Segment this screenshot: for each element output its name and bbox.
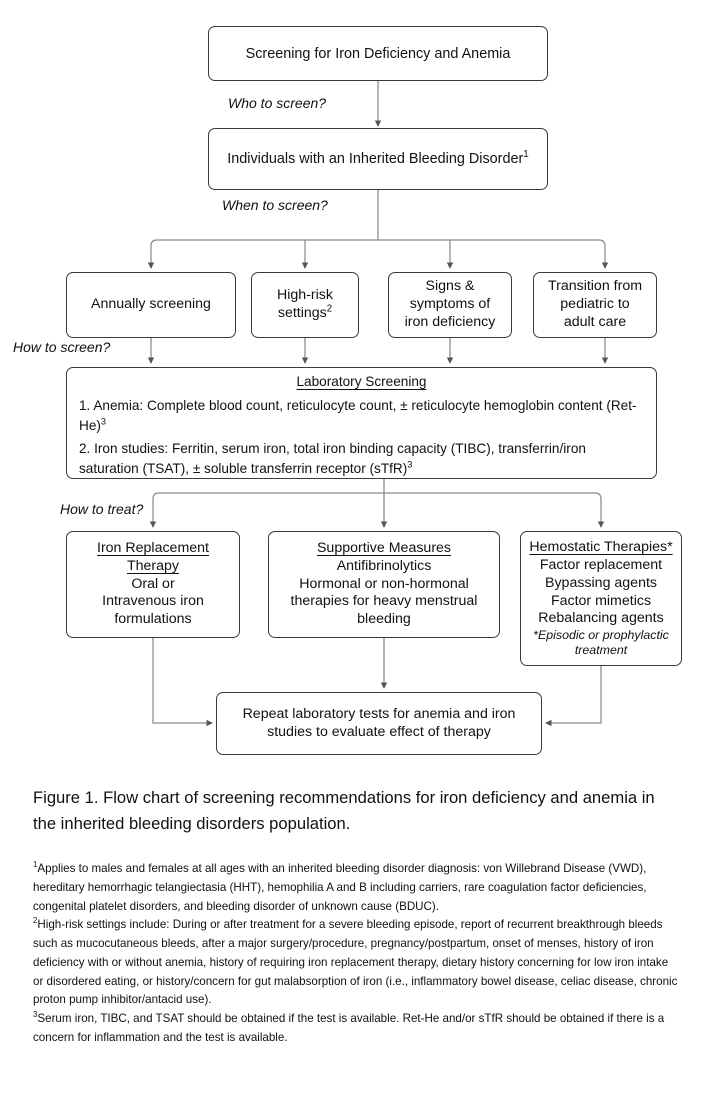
node-repeat-laboratory-tests: Repeat laboratory tests for anemia and i… xyxy=(216,692,542,755)
node-lab-title: Laboratory Screening xyxy=(296,374,427,389)
node-transition-line3: adult care xyxy=(563,313,627,330)
node-hemostatic-line3: Factor mimetics xyxy=(550,592,652,609)
node-lab-item-anemia-text: 1. Anemia: Complete blood count, reticul… xyxy=(79,397,637,434)
node-high-risk-settings: High-risk settings2 xyxy=(251,272,359,338)
node-signs-symptoms-iron-deficiency: Signs & symptoms of iron deficiency xyxy=(388,272,512,338)
node-iron-line3: formulations xyxy=(114,611,192,628)
node-repeat-line1: Repeat laboratory tests for anemia and i… xyxy=(242,705,516,722)
node-lab-item-anemia: 1. Anemia: Complete blood count, reticul… xyxy=(79,396,644,437)
footnote-1-text: Applies to males and females at all ages… xyxy=(33,862,647,913)
node-supportive-line2: Hormonal or non-hormonal xyxy=(299,575,469,592)
node-hemostatic-note-line1: *Episodic or prophylactic xyxy=(533,628,669,642)
figure-footnotes: 1Applies to males and females at all age… xyxy=(33,860,681,1048)
node-repeat-line2: studies to evaluate effect of therapy xyxy=(267,723,491,740)
node-signs-line1: Signs & xyxy=(425,278,475,295)
node-highrisk-line1: High-risk xyxy=(277,287,333,304)
node-hemostatic-note-line2: treatment xyxy=(574,642,628,657)
node-iron-line2: Intravenous iron xyxy=(102,593,204,610)
edge-hemostatic-to-repeat xyxy=(545,666,602,727)
node-transition-line1: Transition from xyxy=(547,278,643,295)
node-iron-title-line2: Therapy xyxy=(126,557,180,574)
node-lab-item-iron-studies-text: 2. Iron studies: Ferritin, serum iron, t… xyxy=(79,440,586,477)
node-individuals-text: Individuals with an Inherited Bleeding D… xyxy=(227,151,524,167)
node-highrisk-line2: settings2 xyxy=(252,303,358,323)
edge-treat-bus xyxy=(152,492,602,513)
node-supportive-measures: Supportive Measures Antifibrinolytics Ho… xyxy=(268,531,500,638)
node-hemostatic-title: Hemostatic Therapies* xyxy=(529,539,673,556)
node-annually-screening: Annually screening xyxy=(66,272,236,338)
footnote-marker-3b: 3 xyxy=(407,459,413,470)
node-supportive-line1: Antifibrinolytics xyxy=(336,557,432,574)
edge-label-how-to-treat: How to treat? xyxy=(60,501,144,517)
node-transition-pediatric-adult-care: Transition from pediatric to adult care xyxy=(533,272,657,338)
node-individuals-label: Individuals with an Inherited Bleeding D… xyxy=(209,150,547,168)
edge-label-who-to-screen: Who to screen? xyxy=(228,95,327,111)
footnote-marker-3a: 3 xyxy=(100,416,107,427)
node-supportive-title: Supportive Measures xyxy=(316,540,452,557)
footnote-2-marker: 2 xyxy=(33,916,38,926)
footnote-marker-1: 1 xyxy=(523,149,529,161)
node-annually-label: Annually screening xyxy=(91,296,211,313)
node-supportive-line3: therapies for heavy menstrual xyxy=(290,593,478,610)
edge-iron-to-repeat xyxy=(152,638,213,727)
footnote-2-text: High-risk settings include: During or af… xyxy=(33,918,678,1007)
node-screening-for-iron-deficiency: Screening for Iron Deficiency and Anemia xyxy=(208,26,548,81)
node-signs-line2: symptoms of xyxy=(409,296,491,313)
node-laboratory-screening: Laboratory Screening 1. Anemia: Complete… xyxy=(66,367,657,479)
footnote-1: 1Applies to males and females at all age… xyxy=(33,860,681,916)
node-transition-line2: pediatric to xyxy=(560,296,630,313)
node-iron-line1: Oral or xyxy=(131,575,175,592)
node-hemostatic-line1: Factor replacement xyxy=(539,557,663,573)
edge-bus-when xyxy=(150,239,606,253)
footnote-3-text: Serum iron, TIBC, and TSAT should be obt… xyxy=(33,1012,665,1045)
node-highrisk-line2-text: settings xyxy=(277,305,327,321)
node-signs-line3: iron deficiency xyxy=(404,313,496,330)
edge-label-how-to-screen: How to screen? xyxy=(13,339,111,355)
node-hemostatic-therapies: Hemostatic Therapies* Factor replacement… xyxy=(520,531,682,666)
node-individuals-inherited-bleeding-disorder: Individuals with an Inherited Bleeding D… xyxy=(208,128,548,190)
node-hemostatic-line2: Bypassing agents xyxy=(545,574,657,591)
footnote-2: 2High-risk settings include: During or a… xyxy=(33,916,681,1010)
figure-caption: Figure 1. Flow chart of screening recomm… xyxy=(33,788,655,833)
footnote-marker-2: 2 xyxy=(326,303,333,315)
node-iron-title-line1: Iron Replacement xyxy=(97,540,209,557)
footnote-3-marker: 3 xyxy=(33,1010,38,1020)
node-lab-item-iron-studies: 2. Iron studies: Ferritin, serum iron, t… xyxy=(79,439,644,480)
node-hemostatic-line4: Rebalancing agents xyxy=(538,610,664,627)
footnote-3: 3Serum iron, TIBC, and TSAT should be ob… xyxy=(33,1010,681,1048)
node-iron-replacement-therapy: Iron Replacement Therapy Oral or Intrave… xyxy=(66,531,240,638)
edge-label-when-to-screen: When to screen? xyxy=(222,197,328,213)
footnote-1-marker: 1 xyxy=(33,860,38,870)
node-supportive-line4: bleeding xyxy=(357,611,411,628)
node-screening-label: Screening for Iron Deficiency and Anemia xyxy=(245,45,511,62)
